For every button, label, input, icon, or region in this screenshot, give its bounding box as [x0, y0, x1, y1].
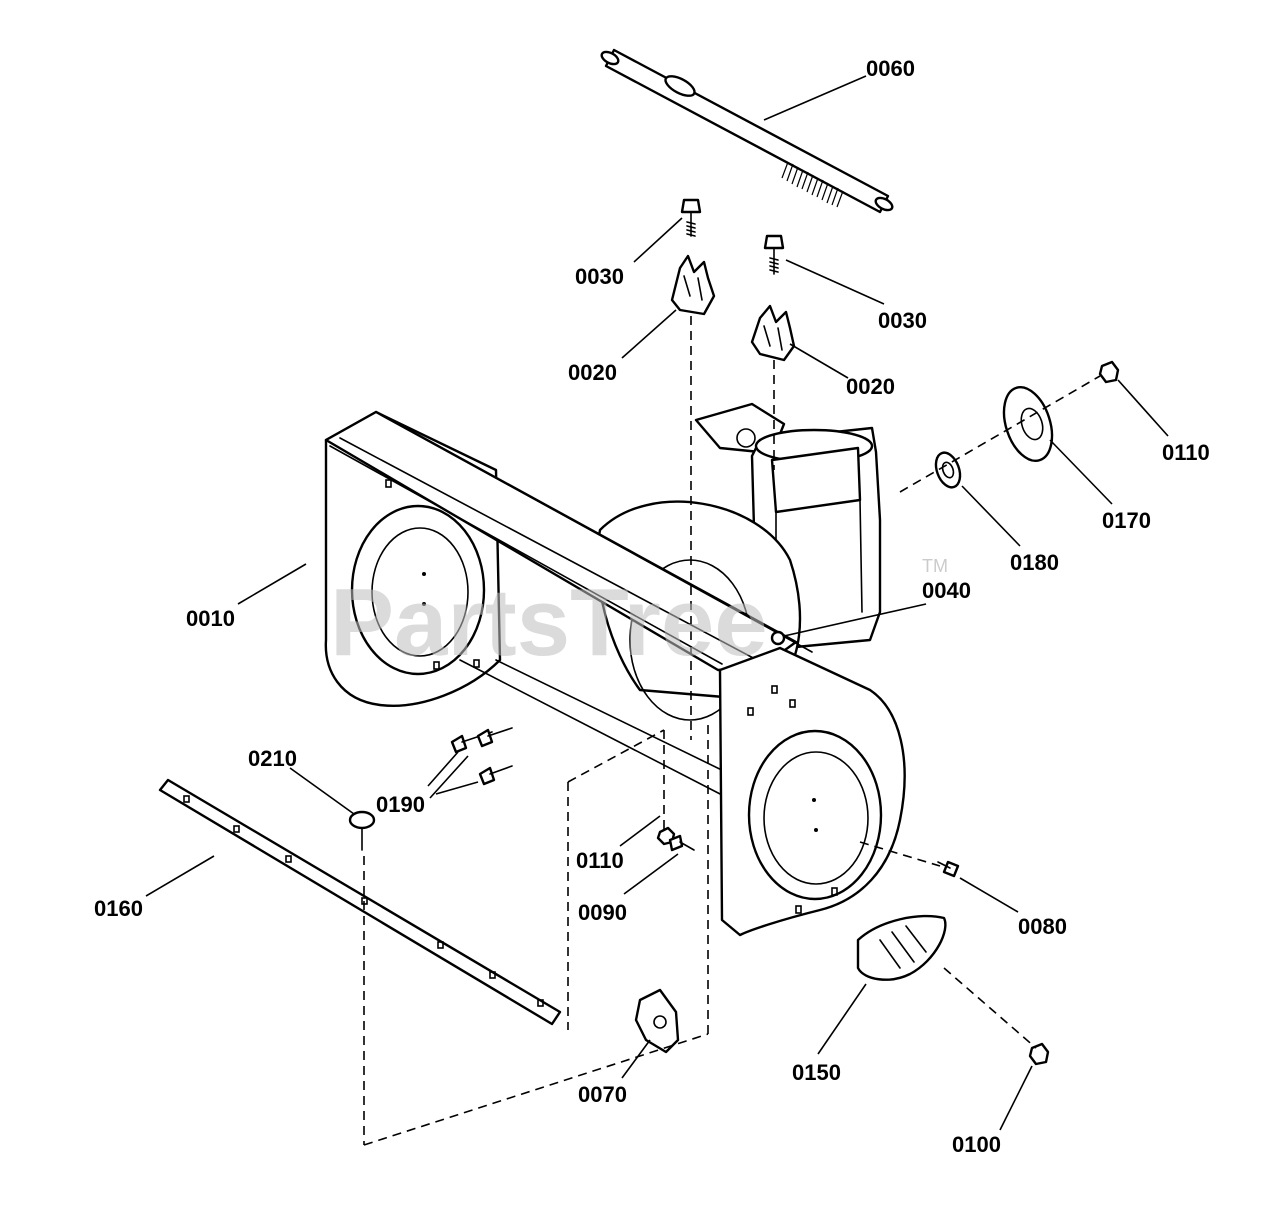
- assembly-lines: [363, 316, 1101, 1146]
- callout-0080: 0080: [1018, 914, 1067, 939]
- bolt-0030-left: [680, 198, 702, 237]
- bolts-0190: [450, 727, 513, 786]
- bracket-0020-left: [670, 254, 716, 316]
- callout-0030-left: 0030: [575, 264, 624, 289]
- bearing-part: [934, 451, 962, 489]
- callout-0110-top: 0110: [1162, 440, 1210, 465]
- carriage-bolt-part: [348, 810, 376, 851]
- callout-0210: 0210: [248, 746, 297, 771]
- callout-0150: 0150: [792, 1060, 841, 1085]
- bolt-0090: [668, 834, 695, 852]
- callout-0020-right: 0020: [846, 374, 895, 399]
- bolt-0080: [937, 860, 960, 878]
- watermark-tm: TM: [922, 556, 948, 576]
- callout-0100: 0100: [952, 1132, 1001, 1157]
- callout-0110-lower: 0110: [576, 848, 624, 873]
- callout-0160: 0160: [94, 896, 143, 921]
- leader-lines: [145, 75, 1169, 1131]
- housing-part: [324, 410, 906, 937]
- callout-0170: 0170: [1102, 508, 1151, 533]
- callout-0070: 0070: [578, 1082, 627, 1107]
- callout-0190: 0190: [376, 792, 425, 817]
- nut-0100: [1028, 1042, 1050, 1066]
- shaft-part: [600, 48, 894, 214]
- bracket-0070-part: [634, 988, 680, 1054]
- callout-0060: 0060: [866, 56, 915, 81]
- callout-0010: 0010: [186, 606, 235, 631]
- skid-shoe-part: [856, 914, 947, 981]
- callout-0030-right: 0030: [878, 308, 927, 333]
- callout-0180: 0180: [1010, 550, 1059, 575]
- callout-0090: 0090: [578, 900, 627, 925]
- watermark-text: PartsTree: [330, 569, 768, 676]
- flange-part: [1002, 386, 1054, 462]
- watermark: PartsTree TM: [330, 556, 948, 676]
- nut-0110-top: [1098, 360, 1120, 384]
- callout-0020-left: 0020: [568, 360, 617, 385]
- callout-labels: 0060 0030 0030 0020 0020 0110 0170 0180 …: [94, 56, 1210, 1157]
- bolt-0030-right: [763, 234, 785, 275]
- bracket-0020-right: [750, 304, 796, 362]
- callout-0040: 0040: [922, 578, 971, 603]
- chute-mount-part: [694, 402, 882, 652]
